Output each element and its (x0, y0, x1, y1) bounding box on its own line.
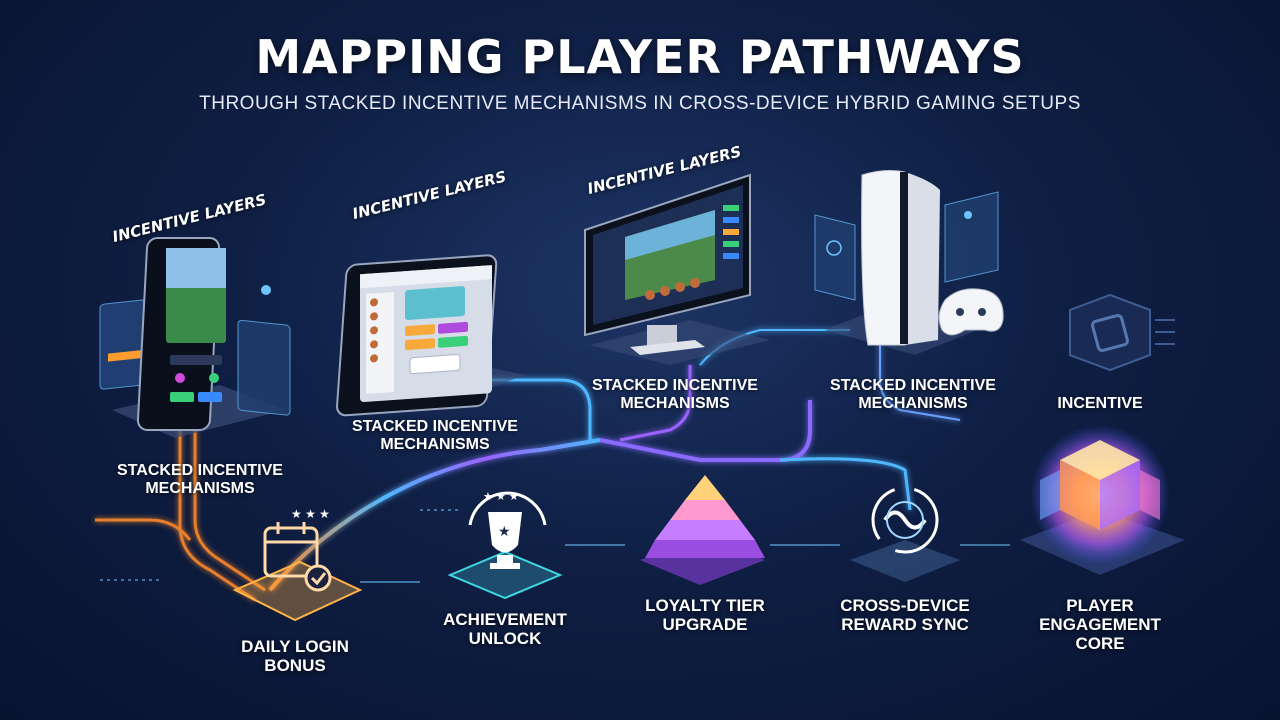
page-subtitle: THROUGH STACKED INCENTIVE MECHANISMS IN … (199, 93, 1081, 114)
trophy-icon: ★ ★ ★ ★ (447, 491, 563, 600)
node-achievement-label: ACHIEVEMENT UNLOCK (443, 610, 567, 648)
tablet-caption: STACKED INCENTIVE MECHANISMS (352, 418, 518, 453)
node-connectors (100, 509, 1010, 583)
node-core-label: PLAYER ENGAGEMENT CORE (1039, 596, 1161, 653)
cube-core-icon (1020, 425, 1185, 575)
svg-text:★ ★ ★: ★ ★ ★ (291, 507, 330, 521)
node-loyalty-label: LOYALTY TIER UPGRADE (645, 596, 765, 634)
orange-path (95, 430, 266, 602)
svg-text:★: ★ (498, 523, 511, 539)
svg-text:★ ★ ★: ★ ★ ★ (483, 491, 519, 503)
node-sync-label: CROSS-DEVICE REWARD SYNC (840, 596, 970, 634)
monitor-caption: STACKED INCENTIVE MECHANISMS (592, 377, 758, 412)
sync-icon (850, 486, 960, 582)
page-title: MAPPING PLAYER PATHWAYS (255, 30, 1025, 84)
phone-caption: STACKED INCENTIVE MECHANISMS (117, 462, 283, 497)
main-path (268, 329, 961, 592)
calendar-check-icon: ★ ★ ★ (232, 507, 363, 622)
console-side-panel-right (944, 191, 999, 283)
incentive-chip-caption: INCENTIVE (1057, 395, 1143, 412)
pyramid-icon (640, 475, 765, 585)
console-side-panel-left (814, 214, 856, 301)
node-daily-login-label: DAILY LOGIN BONUS (241, 637, 349, 675)
console-caption: STACKED INCENTIVE MECHANISMS (830, 377, 996, 412)
